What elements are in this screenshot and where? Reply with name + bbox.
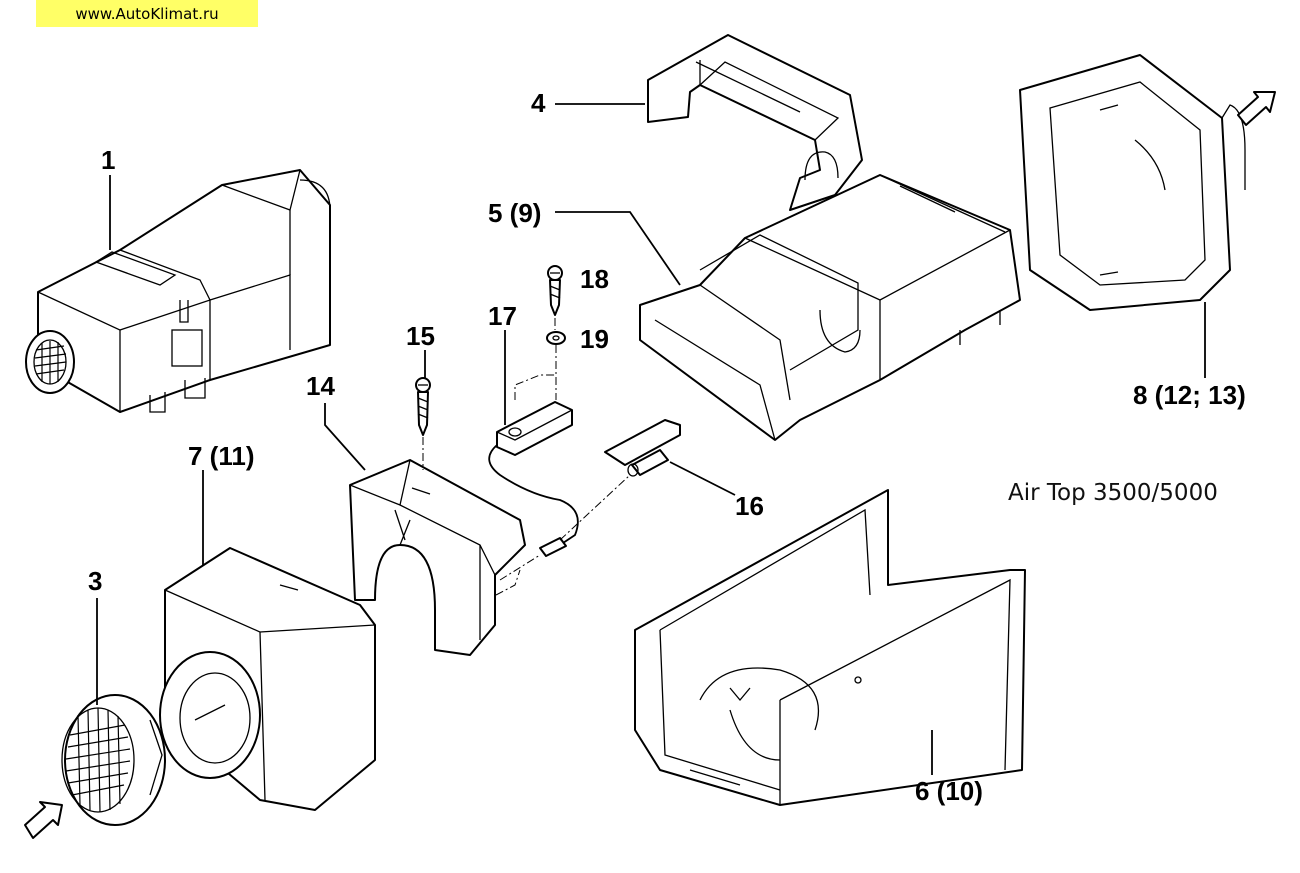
inlet-arrow-icon [24,801,63,839]
callout-7: 7 (11) [188,441,255,471]
callout-15: 15 [406,321,435,351]
callout-14: 14 [306,371,335,401]
intake-housing [159,547,376,811]
callout-19: 19 [580,324,609,354]
washer-19 [546,331,566,345]
callout-1: 1 [101,145,115,175]
callout-8: 8 (12; 13) [1133,380,1246,410]
heater-unit [25,169,331,413]
callout-18: 18 [580,264,609,294]
callout-5: 5 (9) [488,198,541,228]
site-banner: www.AutoKlimat.ru [36,0,258,27]
cover-lid [647,34,863,211]
intake-grille [61,694,166,826]
housing-base [634,489,1026,806]
callout-17: 17 [488,301,517,331]
connector-plug [604,419,681,477]
assembly-lines [422,318,631,596]
outlet-arrow-icon [1237,91,1276,126]
mounting-bracket [349,459,526,656]
callout-16: 16 [735,491,764,521]
model-label: Air Top 3500/5000 [1008,480,1218,506]
callout-3: 3 [88,566,102,596]
housing-top [639,174,1021,441]
screw-18 [547,265,563,316]
leader-lines [96,103,1206,775]
screw-15 [415,377,431,436]
end-frame [1019,54,1246,311]
temperature-sensor [488,401,579,557]
site-url: www.AutoKlimat.ru [75,4,219,23]
callout-6: 6 (10) [915,776,983,806]
callout-4: 4 [531,88,546,118]
